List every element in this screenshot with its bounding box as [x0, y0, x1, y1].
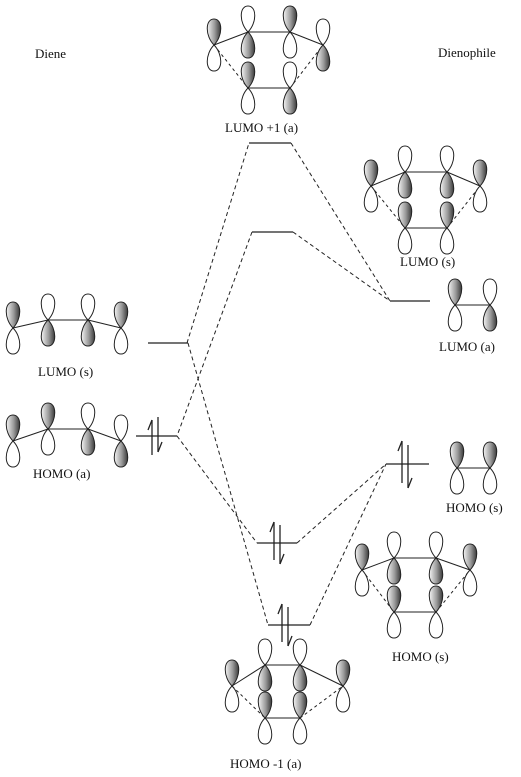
- energy-levels: [136, 142, 430, 626]
- label-diene-lumo: LUMO (s): [38, 364, 93, 379]
- label-dienophile-upper-lumo: LUMO (s): [400, 254, 455, 269]
- orbital-dienophile-homo: [449, 441, 498, 495]
- orbital-lumo-plus-1: [206, 5, 331, 115]
- orbitals: [5, 5, 498, 745]
- orbital-diene-homo: [5, 402, 129, 468]
- electron-pairs: [147, 417, 413, 647]
- dienophile-header: Dienophile: [438, 45, 496, 60]
- orbital-homo-minus-1: [224, 638, 351, 745]
- electron-pair-homo-minus-1: [277, 603, 293, 647]
- electron-pair-diene-homo: [147, 417, 163, 455]
- electron-pair-product-homo: [269, 521, 285, 565]
- correlation-lines: [176, 142, 391, 626]
- label-diene-homo: HOMO (a): [33, 466, 90, 481]
- label-dienophile-homo: HOMO (s): [446, 500, 503, 515]
- orbital-dienophile-upper-lumo: [363, 145, 488, 255]
- label-product-homo: HOMO (s): [392, 649, 449, 664]
- orbital-diene-lumo: [5, 293, 129, 355]
- electron-pair-dienophile-homo: [397, 440, 413, 489]
- orbital-product-homo: [354, 531, 478, 639]
- label-lumo-plus-1: LUMO +1 (a): [225, 120, 298, 135]
- label-homo-minus-1: HOMO -1 (a): [230, 756, 301, 771]
- diene-header: Diene: [35, 46, 66, 61]
- label-dienophile-lumo: LUMO (a): [439, 339, 495, 354]
- orbital-dienophile-lumo: [447, 278, 498, 332]
